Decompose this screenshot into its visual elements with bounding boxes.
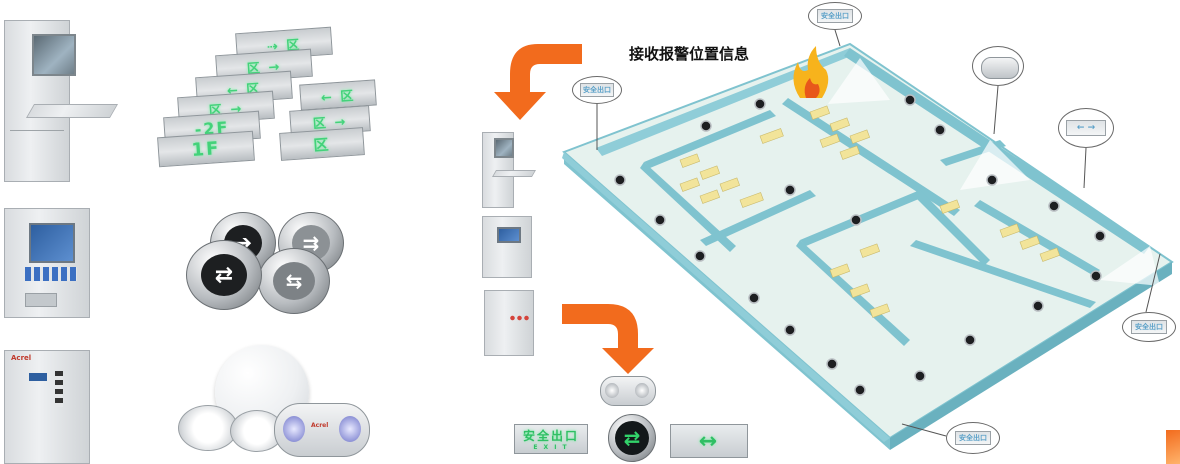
lamp-eye	[635, 383, 649, 398]
arrow-sign-icon: ← →	[1066, 120, 1106, 136]
callout-emergency-light	[972, 46, 1024, 86]
callout-arrow-sign: ← →	[1058, 108, 1114, 148]
panel-lcd	[29, 223, 75, 263]
arrow-exit-sign: ↔	[670, 424, 748, 458]
exit-sign-icon: 安全出口	[955, 431, 991, 445]
floor-plan	[562, 42, 1174, 450]
lamp-eye	[339, 416, 361, 442]
callout-exit-sign-right: 安全出口	[1122, 312, 1176, 342]
console-screen	[32, 34, 76, 76]
alarm-caption: 接收报警位置信息	[629, 45, 750, 63]
wall	[562, 152, 890, 442]
console-door-line	[10, 130, 64, 131]
emergency-twin-lamp: Acrel	[274, 403, 370, 457]
light-cone	[828, 58, 890, 104]
wall	[782, 98, 960, 216]
light-cone	[1100, 246, 1160, 286]
exit-sign-icon: 安全出口	[817, 9, 853, 23]
exit-sign-icon: 安全出口	[580, 83, 614, 97]
panel-printer	[25, 293, 57, 307]
wall	[700, 190, 816, 246]
wall	[914, 190, 990, 266]
mini-distribution-box	[484, 290, 534, 356]
wall	[644, 110, 776, 168]
lamp-brand: Acrel	[311, 422, 329, 429]
mini-monitor-panel	[482, 216, 532, 278]
wall	[910, 240, 1096, 308]
box-brand: Acrel	[11, 354, 32, 362]
monitoring-console	[4, 20, 119, 182]
box-indicators	[55, 371, 63, 407]
arrow-curve-icon	[494, 44, 582, 120]
fire-icon	[793, 46, 829, 98]
floor-indicator-plate: ⇄	[186, 240, 262, 310]
lamp-eye	[283, 416, 305, 442]
mini-box-dots	[509, 315, 529, 321]
wall-monitor-panel	[4, 208, 90, 318]
floor-indicator-plate: ⇆	[258, 248, 330, 314]
directional-floor-plate: ⇄	[608, 414, 656, 462]
callout-exit-sign-top: 安全出口	[808, 2, 862, 30]
panel-buttons	[25, 267, 77, 281]
emergency-light-icon	[600, 376, 656, 406]
arrow-curve-icon	[562, 304, 654, 374]
emergency-light-icon	[981, 57, 1019, 79]
callout-exit-sign-bottom: 安全出口	[946, 422, 1000, 454]
corner-accent	[1166, 430, 1180, 464]
desk-cluster	[679, 105, 1061, 318]
wall	[596, 48, 856, 156]
lamp-eye	[605, 383, 619, 398]
mini-console-screen	[494, 138, 514, 158]
box-display	[29, 373, 47, 381]
wall	[640, 162, 736, 252]
callout-exit-sign-left: 安全出口	[572, 76, 622, 104]
mini-console	[482, 132, 537, 208]
slab-edge	[890, 262, 1172, 450]
exit-sign-icon: 安全出口	[1131, 320, 1167, 334]
light-cone	[960, 140, 1030, 190]
exit-sign-icon: 安全出口 E X I T	[514, 424, 588, 454]
wall	[800, 190, 926, 246]
mini-panel-lcd	[497, 227, 521, 243]
